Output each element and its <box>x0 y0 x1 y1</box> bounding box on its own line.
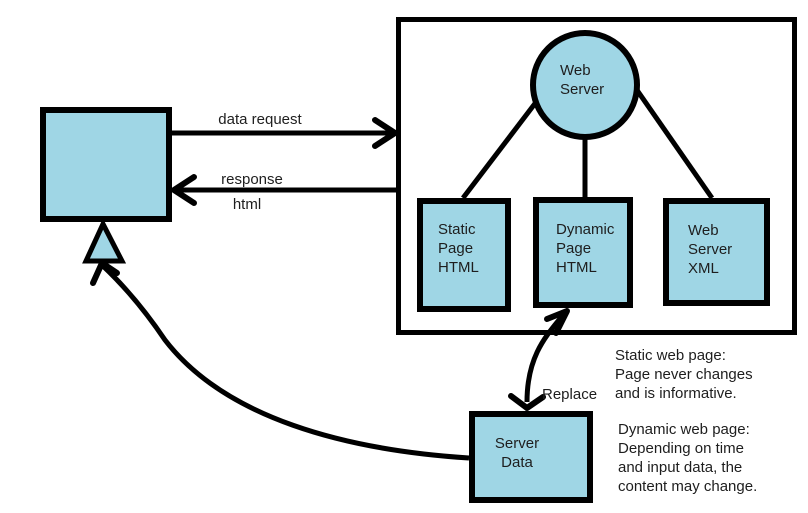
dynamic-note: Dynamic web page: Depending on time and … <box>618 421 758 495</box>
web-server-xml-label: Web Server XML <box>688 222 733 277</box>
web-server-circle-label: Web Server <box>560 62 605 98</box>
circle-to-xml-line <box>627 78 715 200</box>
replace-arrowhead-bottom-icon <box>508 393 546 411</box>
server-data-box <box>469 411 593 503</box>
server-data-label: Server Data <box>494 435 540 471</box>
response-arrowhead-icon <box>171 174 197 206</box>
static-page-label: Static Page HTML <box>438 221 479 276</box>
data-request-label: data request <box>218 111 302 128</box>
client-triangle-arrowhead <box>82 218 127 264</box>
replace-label: Replace <box>542 386 598 403</box>
dynamic-page-box <box>533 197 633 308</box>
web-server-xml-box <box>663 198 770 306</box>
response-label: response <box>221 171 283 188</box>
replace-arrow-curve <box>524 313 565 403</box>
web-server-container-rect <box>396 17 797 335</box>
server-data-to-client-curve <box>100 263 470 461</box>
circle-to-static-line <box>461 91 545 200</box>
static-note: Static web page: Page never changes and … <box>615 347 753 402</box>
data-request-arrowhead-icon <box>372 117 398 149</box>
static-page-box <box>417 198 511 312</box>
server-data-to-client-arrowhead-icon <box>90 260 120 286</box>
response-html-label: html <box>232 196 262 213</box>
web-server-circle <box>530 30 640 140</box>
client-box <box>40 107 172 222</box>
dynamic-page-label: Dynamic Page HTML <box>556 221 615 276</box>
replace-arrowhead-top-icon <box>544 308 570 336</box>
